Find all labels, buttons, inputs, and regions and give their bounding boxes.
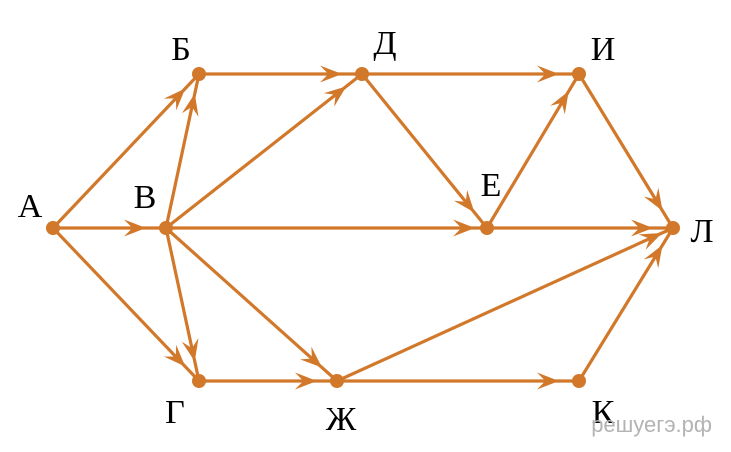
edge-V-D: [164, 72, 364, 230]
node-label-B: Б: [171, 31, 191, 68]
edge-G-Zh: [197, 372, 339, 390]
node-V: [159, 221, 173, 235]
arrowhead: [163, 88, 186, 111]
edge-E-I: [485, 72, 581, 230]
arrowhead: [323, 86, 347, 107]
node-L: [666, 221, 680, 235]
node-label-V: В: [134, 179, 157, 216]
arrowhead: [181, 93, 199, 117]
edge-V-Zh: [164, 226, 339, 383]
arrowhead: [320, 65, 342, 83]
node-label-E: Е: [481, 167, 502, 204]
arrowhead: [295, 372, 317, 390]
arrowhead: [453, 190, 475, 213]
edge-V-B: [164, 72, 201, 230]
node-label-D: Д: [373, 25, 396, 62]
node-label-A: А: [18, 188, 43, 225]
edge-line: [164, 226, 339, 383]
edge-Zh-L: [335, 226, 675, 383]
node-E: [480, 221, 494, 235]
arrowhead: [631, 219, 653, 237]
edge-line: [51, 72, 201, 230]
edge-Zh-K: [335, 372, 581, 390]
node-D: [355, 67, 369, 81]
edge-line: [51, 226, 201, 383]
edge-I-L: [577, 72, 675, 230]
edge-E-L: [485, 219, 675, 237]
node-I: [572, 67, 586, 81]
arrowhead: [550, 91, 569, 115]
edge-D-I: [360, 65, 581, 83]
node-label-G: Г: [165, 394, 185, 431]
arrowhead: [163, 344, 186, 367]
nodes-layer: [46, 67, 680, 388]
node-label-Zh: Ж: [326, 401, 357, 438]
watermark: решуегэ.рф: [591, 412, 712, 437]
edges-layer: [51, 65, 675, 390]
edge-K-L: [577, 226, 675, 383]
edge-A-G: [51, 226, 201, 383]
edge-line: [335, 226, 675, 383]
node-Zh: [330, 374, 344, 388]
arrowhead: [643, 187, 663, 211]
edge-A-B: [51, 72, 201, 230]
labels-layer: А Б В Г Д Е Ж И К Л: [18, 25, 714, 438]
node-label-K: К: [592, 394, 615, 431]
edge-D-E: [360, 72, 489, 230]
arrowhead: [537, 65, 559, 83]
node-B: [192, 67, 206, 81]
edge-line: [164, 72, 364, 230]
node-K: [572, 374, 586, 388]
node-label-I: И: [591, 31, 616, 68]
arrowhead: [181, 338, 199, 362]
arrowhead: [638, 232, 663, 250]
edge-A-V: [51, 219, 168, 237]
arrowhead: [300, 346, 323, 368]
arrowhead: [124, 219, 146, 237]
arrowhead: [453, 219, 475, 237]
node-G: [192, 374, 206, 388]
edge-V-G: [164, 226, 201, 383]
edge-B-D: [197, 65, 364, 83]
node-A: [46, 221, 60, 235]
arrowhead: [537, 372, 559, 390]
node-label-L: Л: [690, 213, 713, 250]
arrowhead: [643, 245, 663, 269]
edge-V-E: [164, 219, 489, 237]
